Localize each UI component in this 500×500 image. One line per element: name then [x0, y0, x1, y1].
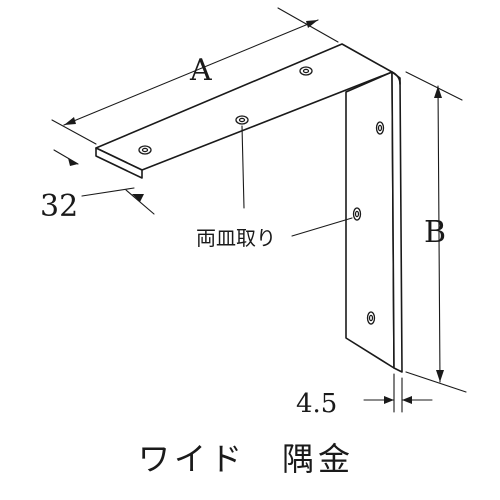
horizontal-arm-edge [95, 147, 143, 179]
bracket-body [95, 43, 403, 373]
diagram-caption: ワイド 隅金 [138, 440, 354, 478]
hole [138, 145, 152, 155]
dimension-width-label: 32 [40, 189, 78, 224]
corner-bend [391, 71, 401, 85]
dimension-a-label: A [189, 53, 212, 88]
hole-callout: 両皿取り [196, 125, 353, 250]
hole [299, 66, 313, 76]
dimension-b: B [405, 71, 467, 393]
hole [375, 121, 385, 135]
vertical-leg-edge [391, 71, 403, 373]
dimension-a: A [51, 7, 339, 145]
hole-callout-label: 両皿取り [196, 226, 276, 250]
dimension-b-label: B [424, 215, 446, 250]
dimension-width: 32 [40, 149, 155, 224]
hole [235, 115, 249, 125]
hole [366, 311, 376, 325]
hole [352, 207, 362, 221]
dimension-thickness: 4.5 [296, 373, 433, 419]
dimension-thickness-label: 4.5 [296, 389, 337, 419]
mounting-holes [138, 66, 385, 325]
